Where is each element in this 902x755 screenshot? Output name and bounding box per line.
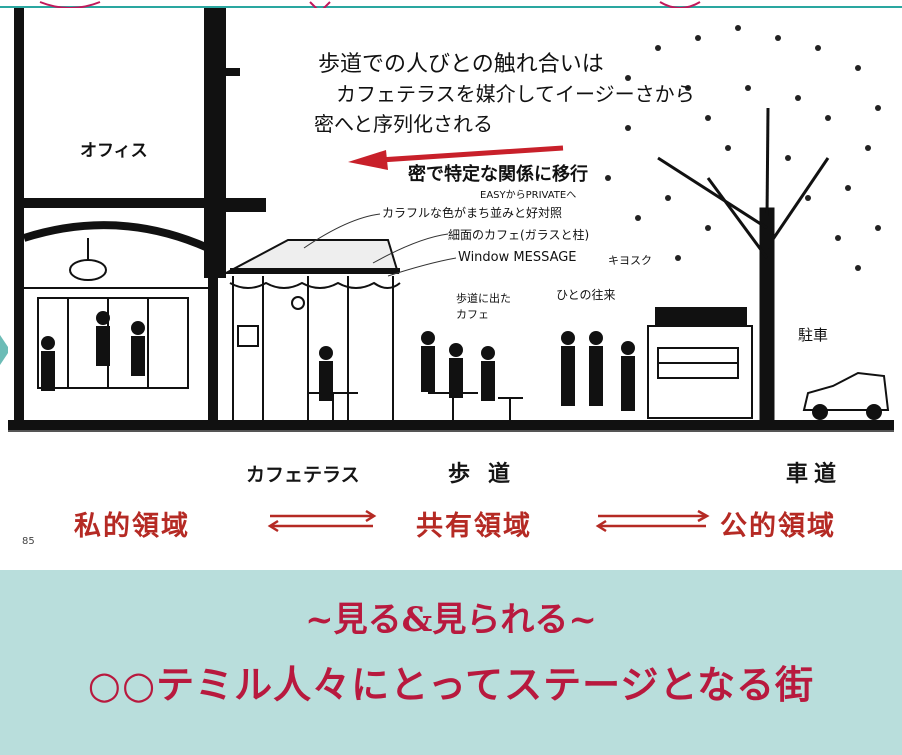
office-label: オフィス	[80, 141, 148, 161]
page-number: 85	[22, 536, 35, 547]
passersby-label: ひとの往来	[556, 288, 616, 302]
transition-note: 密で特定な関係に移行	[408, 164, 588, 185]
tree	[605, 25, 881, 421]
glass-note: 細面のカフェ(ガラスと柱)	[448, 228, 590, 242]
main-note-line1: 歩道での人びとの触れ合いは	[318, 52, 604, 77]
sidewalk-label: 歩道	[448, 461, 529, 487]
top-border	[0, 0, 902, 8]
cafe-terrace-structure	[225, 239, 401, 420]
street-sketch-drawing	[8, 8, 894, 533]
sidewalk-cafe-label: 歩道に出たカフェ	[456, 292, 511, 321]
kiosk-label: キヨスク	[608, 254, 652, 267]
cafe-tables	[308, 392, 523, 420]
public-zone-label: 公的領域	[720, 511, 836, 542]
cafe-terrace-label: カフェテラス	[246, 464, 360, 486]
parking-label: 駐車	[798, 326, 829, 344]
transition-sub: EASYからPRIVATEへ	[480, 190, 577, 201]
banner-title: ○○テミル人々にとってステージとなる街	[87, 662, 815, 707]
caption-banner: ~見る&見られる~ ○○テミル人々にとってステージとなる街	[0, 570, 902, 755]
private-zone-label: 私的領域	[74, 511, 190, 542]
parked-car	[802, 371, 890, 420]
zone-arrows	[267, 509, 710, 533]
street-section-sketch: 歩道での人びとの触れ合いは カフェテラスを媒介してイージーさから 密へと序列化さ…	[8, 8, 894, 568]
people-figures	[41, 311, 635, 411]
kiosk	[647, 307, 753, 419]
main-note-line3: 密へと序列化される	[314, 112, 493, 136]
window-message: Window MESSAGE	[458, 250, 577, 265]
banner-subtitle: ~見る&見られる~	[305, 600, 597, 640]
shared-zone-label: 共有領域	[416, 511, 532, 542]
roadway-label: 車道	[786, 461, 843, 487]
leader-lines	[303, 213, 457, 277]
colorful-note: カラフルな色がまち並みと好対照	[382, 206, 563, 220]
side-marker	[0, 335, 10, 365]
red-arrow	[348, 145, 564, 170]
main-note-line2: カフェテラスを媒介してイージーさから	[336, 82, 695, 106]
ground-line	[8, 420, 894, 430]
